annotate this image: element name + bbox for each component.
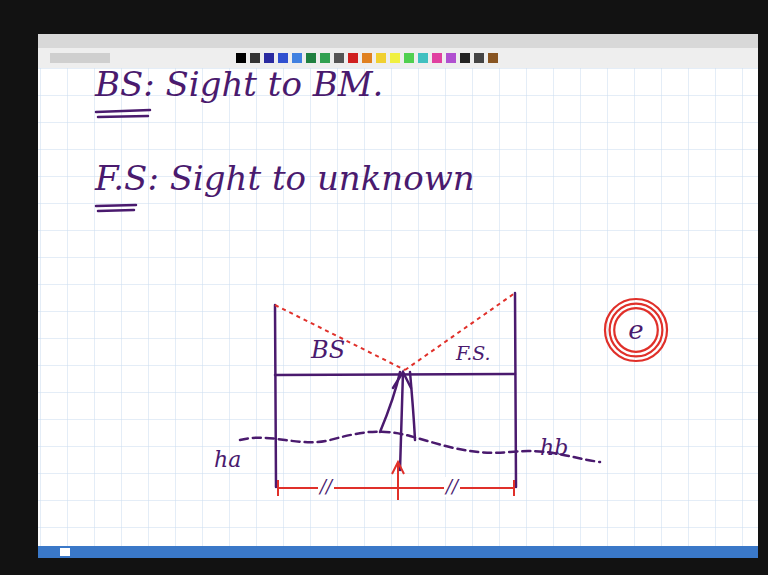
sketch-label: F.S.: [456, 343, 491, 364]
definition-note: F.S: Sight to unknown: [95, 160, 475, 197]
sketch-label: ha: [214, 448, 241, 472]
sketch-label: //: [444, 477, 460, 497]
sketch-label: //: [318, 477, 334, 497]
circled-symbol: e: [603, 297, 669, 363]
circle-text: e: [628, 316, 643, 345]
sketch-label: BS: [311, 337, 345, 363]
sketch-label: hb: [540, 436, 568, 460]
definition-note: BS: Sight to BM.: [95, 66, 383, 103]
